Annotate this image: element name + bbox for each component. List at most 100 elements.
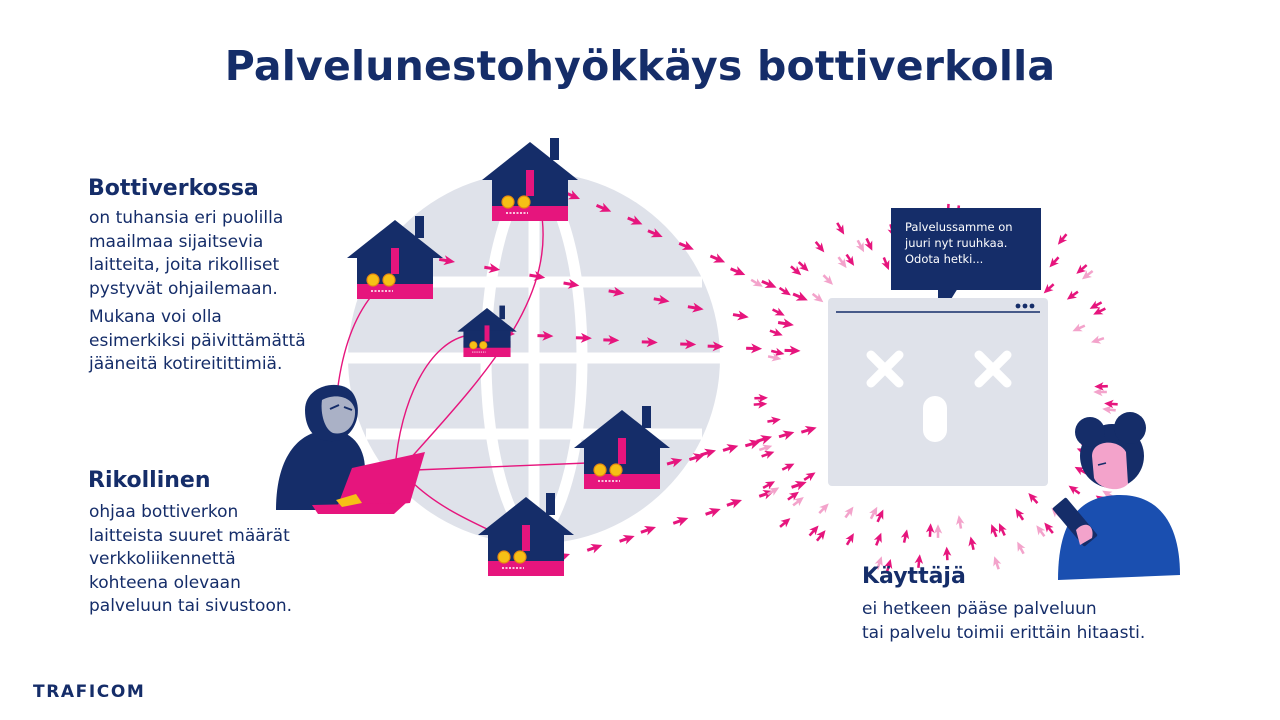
traffic-arrow (770, 347, 785, 356)
traffic-arrow (790, 265, 802, 276)
traffic-arrow (680, 339, 697, 350)
traffic-arrow (835, 222, 845, 235)
traffic-arrow (787, 491, 799, 501)
bubble-line: juuri nyt ruuhkaa. (905, 236, 1008, 250)
traffic-arrow (792, 291, 808, 301)
traffic-arrow (653, 294, 670, 305)
traffic-arrow (762, 481, 776, 490)
traffic-arrow (933, 524, 943, 538)
router-house-1 (481, 137, 579, 222)
traffic-arrow (942, 546, 952, 561)
traffic-arrow (730, 266, 746, 276)
traffic-arrow (647, 228, 663, 238)
speech-bubble (891, 208, 1041, 320)
traffic-arrow (844, 506, 854, 519)
traffic-arrow (779, 518, 791, 528)
traffic-arrow (563, 278, 580, 289)
criminal-line: laitteista suuret määrät (89, 525, 290, 546)
traffic-arrow (874, 556, 883, 570)
botnet-line: on tuhansia eri puolilla (89, 208, 284, 228)
traffic-arrow (884, 558, 893, 573)
traffic-arrow (678, 240, 694, 250)
traffic-arrow (968, 536, 977, 551)
traffic-arrow (800, 425, 817, 436)
traffic-arrow (1049, 256, 1060, 268)
traffic-arrow (1015, 508, 1025, 521)
traffic-arrow (705, 507, 721, 518)
traffic-arrow (754, 393, 768, 403)
traffic-arrow (811, 292, 824, 303)
traffic-arrow (619, 534, 635, 545)
traffic-arrow (732, 310, 749, 321)
traffic-arrow (1094, 382, 1108, 391)
traffic-arrow (761, 278, 777, 288)
traffic-arrow (709, 253, 726, 263)
traffic-arrow (1081, 269, 1094, 280)
traffic-arrow (726, 498, 742, 509)
botnet-line: esimerkiksi päivittämättä (89, 330, 306, 351)
traffic-arrow (700, 448, 716, 459)
traffic-arrow (855, 239, 865, 253)
traffic-arrow (784, 345, 801, 356)
traffic-arrow (758, 444, 773, 453)
traffic-arrow (687, 302, 704, 313)
user-line: tai palvelu toimii erittäin hitaasti. (862, 622, 1146, 643)
traffic-arrow (641, 337, 658, 348)
traffic-arrow (777, 318, 794, 329)
traffic-arrow (767, 416, 781, 426)
user-figure (1052, 412, 1180, 580)
criminal-line: ohjaa bottiverkon (89, 502, 239, 522)
traffic-arrow (815, 530, 826, 542)
criminal-line: kohteena olevaan (89, 572, 241, 593)
criminal-line: palveluun tai sivustoon. (89, 596, 293, 616)
traffic-arrow (864, 237, 873, 251)
traffic-arrow (791, 480, 807, 491)
botnet-heading: Bottiverkossa (88, 176, 259, 201)
traffic-arrow (875, 509, 884, 523)
traffic-arrow (1028, 493, 1039, 504)
traffic-arrow (869, 506, 878, 520)
traffic-arrow (1072, 323, 1086, 332)
traffic-arrow (744, 439, 761, 450)
traffic-arrow (808, 525, 819, 537)
traffic-arrow (529, 271, 546, 281)
botnet-description-1: on tuhansia eri puolilla maailmaa sijait… (89, 207, 283, 301)
traffic-arrow (1090, 335, 1105, 344)
traffic-arrow (575, 332, 592, 343)
traffic-arrow (484, 263, 501, 274)
traffic-arrow (778, 430, 795, 441)
botnet-line: pystyvät ohjailemaan. (89, 278, 278, 299)
traffic-arrow (753, 400, 768, 409)
bubble-line: Palvelussamme on (905, 220, 1013, 234)
traffic-arrow (797, 261, 809, 272)
botnet-line: laitteita, joita rikolliset (89, 255, 280, 275)
criminal-heading: Rikollinen (88, 468, 211, 493)
bubble-line: Odota hetki... (905, 252, 984, 266)
traffic-arrow (586, 543, 603, 554)
traffic-arrow (822, 274, 833, 285)
user-line: ei hetkeen pääse palveluun (862, 599, 1097, 619)
traffic-arrow (564, 190, 580, 200)
traffic-arrow (873, 532, 882, 546)
traffic-arrow (537, 330, 554, 341)
traffic-arrow (1068, 485, 1081, 495)
botnet-line: Mukana voi olla (89, 307, 222, 327)
traffic-arrow (672, 516, 689, 527)
traffic-arrow (722, 444, 739, 454)
traffic-arrow (1057, 233, 1068, 245)
traffic-arrow (766, 487, 780, 496)
page-title: Palvelunestohyökkäys bottiverkolla (224, 42, 1056, 90)
traffic-arrow (595, 202, 612, 212)
traffic-arrow (761, 450, 775, 459)
criminal-line: verkkoliikennettä (89, 549, 236, 569)
traffic-arrow (778, 286, 791, 296)
traffic-arrow (925, 523, 935, 537)
traffic-arrow (1089, 300, 1103, 309)
traffic-arrow (1093, 387, 1107, 397)
bubble-message: Palvelussamme on juuri nyt ruuhkaa. Odot… (905, 219, 1045, 267)
traffic-arrow (998, 523, 1007, 536)
criminal-figure (276, 384, 425, 514)
traffic-arrow (666, 457, 683, 468)
traffic-arrow (792, 497, 804, 507)
